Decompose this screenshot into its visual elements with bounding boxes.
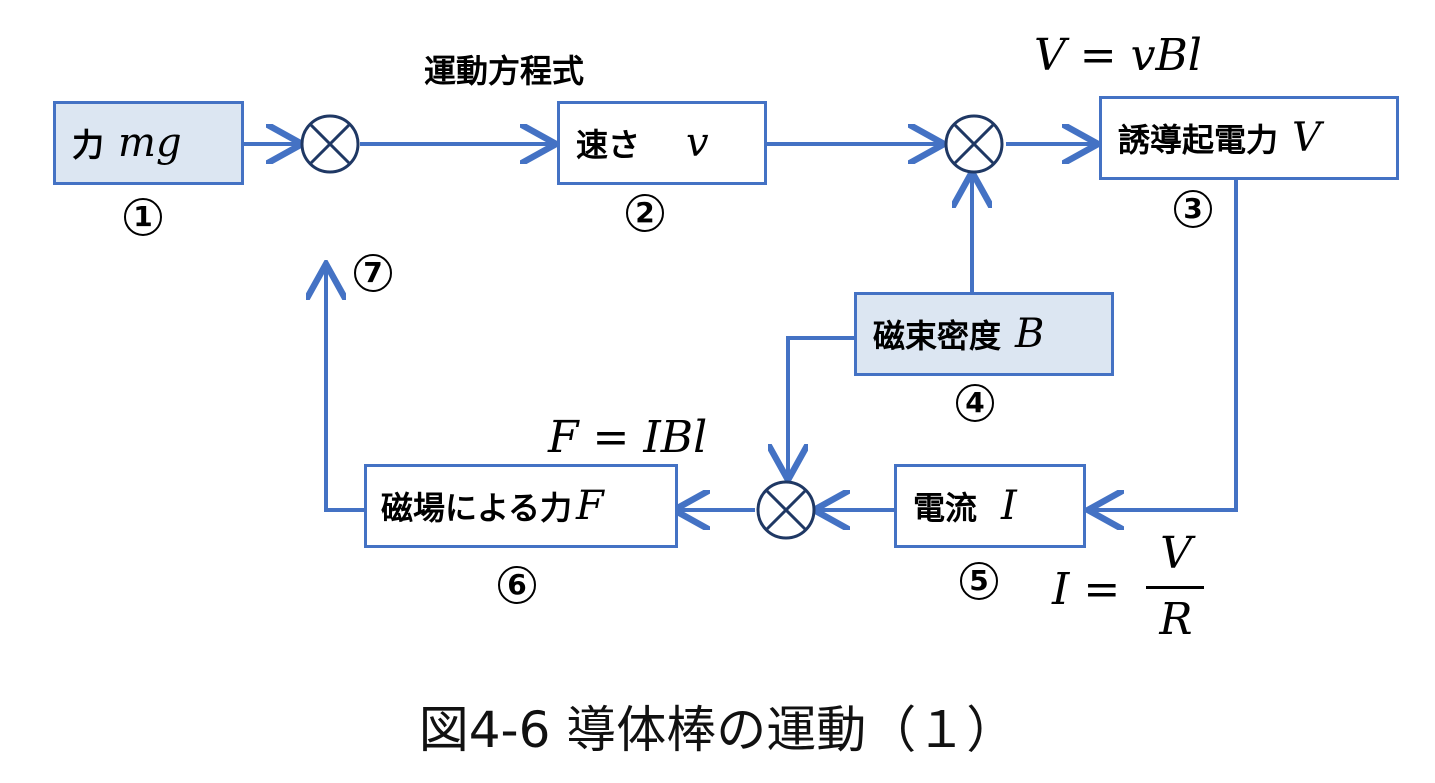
fraction-bar: [1146, 586, 1204, 589]
wire-feedback: [326, 268, 364, 512]
block-current-label: 電流: [913, 489, 978, 527]
wire-flux-to-force-mult: [788, 336, 854, 476]
number-6: 6: [498, 566, 536, 604]
wire-emf-to-current: [1092, 180, 1238, 510]
number-3: 3: [1174, 190, 1212, 228]
block-emf: 誘導起電力 V: [1099, 96, 1399, 180]
junction-mult-force: [756, 480, 816, 540]
block-magforce-var: F: [576, 483, 604, 529]
number-4: 4: [956, 384, 994, 422]
equation-current-denominator: R: [1159, 594, 1193, 645]
block-emf-var: V: [1292, 115, 1321, 161]
block-force: 力 mg: [53, 101, 244, 185]
block-flux-var: B: [1015, 311, 1045, 357]
motion-equation-label: 運動方程式: [424, 52, 585, 90]
number-2: 2: [626, 194, 664, 232]
equation-emf: V = vBl: [1034, 30, 1202, 81]
block-flux-label: 磁束密度: [873, 317, 1002, 355]
block-magforce: 磁場による力 F: [364, 464, 678, 548]
block-speed-var: v: [686, 120, 709, 166]
equation-force: F = IBl: [548, 412, 708, 463]
block-force-label: 力: [72, 126, 105, 164]
equation-current-lhs: I =: [1052, 564, 1121, 615]
figure-caption: 図4-6 導体棒の運動（１）: [418, 701, 1017, 759]
junction-mult-emf: [944, 114, 1004, 174]
block-force-var: mg: [118, 120, 182, 166]
block-flux: 磁束密度 B: [854, 292, 1114, 376]
block-emf-label: 誘導起電力: [1118, 121, 1279, 159]
block-magforce-label: 磁場による力: [381, 489, 573, 527]
junction-sum: [300, 114, 360, 174]
block-current: 電流 I: [894, 464, 1086, 548]
number-7: 7: [354, 254, 392, 292]
number-1: 1: [124, 198, 162, 236]
number-5: 5: [960, 562, 998, 600]
equation-current-numerator: V: [1160, 528, 1192, 579]
block-speed-label: 速さ: [576, 126, 641, 164]
block-current-var: I: [1001, 483, 1017, 529]
block-speed: 速さ v: [557, 101, 767, 185]
